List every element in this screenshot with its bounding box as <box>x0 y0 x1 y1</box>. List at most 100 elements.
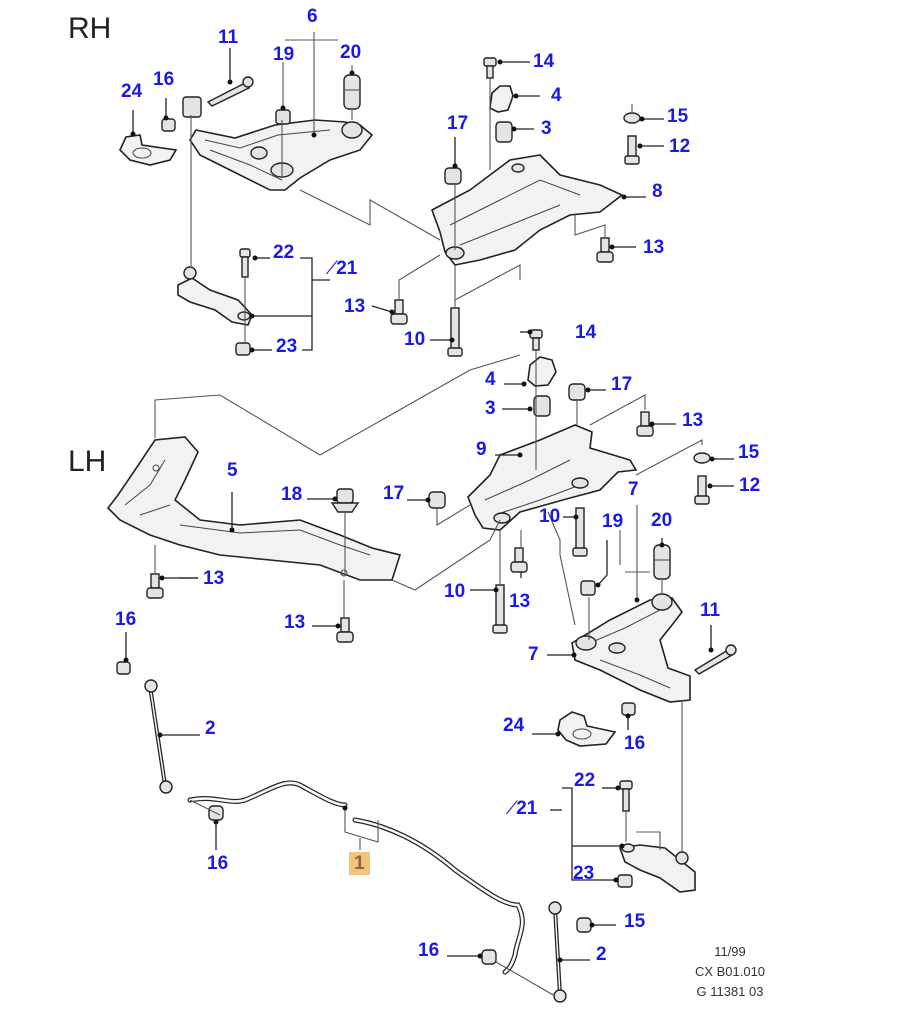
callout-rh-11[interactable]: 11 <box>218 27 239 48</box>
callout-lh-13b[interactable]: 13 <box>509 591 531 612</box>
callout-rh-14[interactable]: 14 <box>533 51 555 72</box>
lh-bushing-part-20[interactable] <box>653 544 671 580</box>
lh-mount-part-18[interactable] <box>330 488 360 513</box>
lh-bolt-part-13a[interactable] <box>636 411 654 437</box>
callout-lh-15b[interactable]: 15 <box>624 911 646 932</box>
lh-bolt-part-13b[interactable] <box>510 547 528 573</box>
callout-rh-19[interactable]: 19 <box>273 44 295 65</box>
lh-bolt-part-22[interactable] <box>619 780 633 812</box>
rh-subframe-part-8[interactable] <box>431 154 624 266</box>
callout-rh-17[interactable]: 17 <box>447 113 469 134</box>
callout-lh-13c[interactable]: 13 <box>203 568 225 589</box>
callout-lh-10b[interactable]: 10 <box>444 581 466 602</box>
lh-nut-part-16a[interactable] <box>116 661 131 675</box>
callout-lh-23[interactable]: 23 <box>573 863 595 884</box>
callout-rh-20[interactable]: 20 <box>340 42 362 63</box>
rh-heat-shield-part-24[interactable] <box>119 134 178 166</box>
lh-bolt-part-10b[interactable] <box>492 584 508 634</box>
lh-nut-part-23[interactable] <box>617 874 633 888</box>
callout-lh-16d[interactable]: 16 <box>418 940 440 961</box>
rh-bolt-part-10[interactable] <box>447 307 463 357</box>
lh-nut-part-17a[interactable] <box>568 383 586 401</box>
callout-lh-4[interactable]: 4 <box>485 369 496 390</box>
rh-ball-joint-part-21[interactable] <box>177 266 253 326</box>
callout-rh-10[interactable]: 10 <box>404 329 426 350</box>
stabilizer-bar-part-1[interactable] <box>187 780 525 975</box>
rh-bushing-part-3[interactable] <box>495 121 513 143</box>
rh-bolt-part-11[interactable] <box>206 76 254 107</box>
callout-lh-11[interactable]: 11 <box>700 600 721 621</box>
callout-lh-17b[interactable]: 17 <box>383 483 405 504</box>
callout-rh-21[interactable]: ⁄21 <box>331 259 357 278</box>
callout-lh-18[interactable]: 18 <box>281 484 303 505</box>
lh-subframe-part-5[interactable] <box>106 436 402 581</box>
callout-lh-20[interactable]: 20 <box>651 510 673 531</box>
rh-ball-knuckle-mount[interactable] <box>182 96 202 118</box>
stabilizer-link-part-2a[interactable] <box>144 679 173 794</box>
callout-lh-14[interactable]: 14 <box>575 322 597 343</box>
rh-clamp-part-4[interactable] <box>489 85 514 113</box>
callout-lh-19[interactable]: 19 <box>602 511 624 532</box>
callout-lh-16b[interactable]: 16 <box>624 733 646 754</box>
lh-bushing-part-16d[interactable] <box>481 949 497 965</box>
callout-rh-4[interactable]: 4 <box>551 85 562 106</box>
rh-bushing-part-20[interactable] <box>343 74 361 110</box>
lh-bolt-part-13d[interactable] <box>336 617 354 643</box>
rh-bushing-part-19[interactable] <box>275 109 291 125</box>
callout-rh-22[interactable]: 22 <box>273 242 295 263</box>
callout-lh-13a[interactable]: 13 <box>682 410 704 431</box>
callout-rh-8[interactable]: 8 <box>652 181 663 202</box>
callout-rh-13a[interactable]: 13 <box>643 237 665 258</box>
rh-nut-part-17[interactable] <box>444 167 462 185</box>
callout-lh-21[interactable]: ⁄21 <box>511 799 537 818</box>
callout-lh-22[interactable]: 22 <box>574 770 596 791</box>
rh-nut-part-16[interactable] <box>161 118 176 132</box>
stabilizer-link-part-2b[interactable] <box>548 901 567 1003</box>
callout-rh-24[interactable]: 24 <box>121 81 143 102</box>
callout-lh-7b[interactable]: 7 <box>528 644 539 665</box>
callout-lh-16c[interactable]: 16 <box>207 853 229 874</box>
lh-nut-part-17b[interactable] <box>428 491 446 509</box>
callout-lh-1-highlighted[interactable]: 1 <box>349 852 370 875</box>
callout-lh-2b[interactable]: 2 <box>596 944 607 965</box>
callout-rh-23[interactable]: 23 <box>276 336 298 357</box>
lh-bushing-part-15b[interactable] <box>576 917 592 933</box>
lh-heat-shield-part-24[interactable] <box>557 711 617 747</box>
lh-ball-joint-part-21[interactable] <box>618 843 696 893</box>
rh-nut-part-23[interactable] <box>235 342 251 356</box>
callout-lh-5[interactable]: 5 <box>227 460 238 481</box>
rh-bolt-part-12[interactable] <box>624 135 640 165</box>
callout-lh-17a[interactable]: 17 <box>611 374 633 395</box>
lh-crossmember-part-9[interactable] <box>467 424 638 531</box>
callout-lh-10a[interactable]: 10 <box>539 506 561 527</box>
callout-lh-2a[interactable]: 2 <box>205 718 216 739</box>
callout-lh-13d[interactable]: 13 <box>284 612 306 633</box>
rh-bolt-part-13a[interactable] <box>596 237 614 263</box>
callout-lh-24[interactable]: 24 <box>503 715 525 736</box>
rh-washer-part-15[interactable] <box>623 112 641 124</box>
callout-lh-3[interactable]: 3 <box>485 398 496 419</box>
lh-bushing-part-19[interactable] <box>580 580 596 596</box>
lh-bolt-part-10a[interactable] <box>572 507 588 557</box>
callout-rh-15[interactable]: 15 <box>667 106 689 127</box>
callout-rh-12[interactable]: 12 <box>669 136 691 157</box>
callout-lh-7a[interactable]: 7 <box>628 479 639 500</box>
callout-rh-3[interactable]: 3 <box>541 118 552 139</box>
callout-rh-16[interactable]: 16 <box>153 69 175 90</box>
callout-lh-9[interactable]: 9 <box>476 439 487 460</box>
lh-washer-part-15[interactable] <box>693 452 711 464</box>
rh-bolt-part-14[interactable] <box>483 57 497 79</box>
callout-rh-6[interactable]: 6 <box>307 6 318 27</box>
rh-bolt-part-22[interactable] <box>239 248 251 278</box>
lh-clamp-part-4[interactable] <box>527 356 557 387</box>
lh-bolt-part-12[interactable] <box>694 475 710 505</box>
callout-lh-15[interactable]: 15 <box>738 442 760 463</box>
callout-lh-16a[interactable]: 16 <box>115 609 137 630</box>
callout-lh-12[interactable]: 12 <box>739 475 761 496</box>
lh-control-arm-part-7[interactable] <box>571 593 691 703</box>
callout-rh-13b[interactable]: 13 <box>344 296 366 317</box>
lh-bushing-part-3[interactable] <box>533 395 551 417</box>
rh-control-arm-part-6[interactable] <box>189 119 374 191</box>
lh-bolt-part-11[interactable] <box>693 644 737 675</box>
lh-nut-part-16b[interactable] <box>621 702 636 716</box>
